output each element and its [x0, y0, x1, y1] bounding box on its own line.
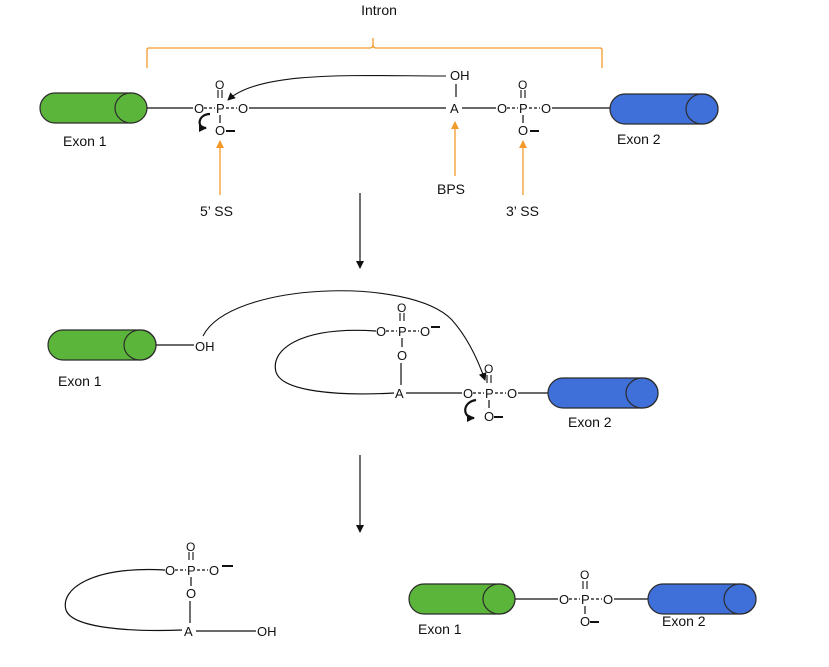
svg-text:O: O	[484, 362, 493, 376]
lariat-phosphate: O P O O O	[165, 540, 233, 623]
svg-text:O: O	[209, 563, 219, 578]
exon-1-cylinder	[39, 92, 148, 124]
svg-text:O: O	[215, 78, 224, 92]
svg-text:O: O	[463, 386, 473, 401]
attack-arrow-2	[202, 290, 487, 381]
svg-text:P: P	[187, 563, 196, 578]
svg-text:O: O	[484, 409, 494, 424]
svg-text:O: O	[215, 123, 225, 138]
svg-text:O: O	[376, 324, 386, 339]
exon-1-label: Exon 1	[58, 373, 102, 389]
stage-2: OH Exon 1 O P O O O A O P	[47, 290, 659, 430]
svg-text:A: A	[450, 101, 459, 116]
svg-text:O: O	[580, 568, 589, 582]
exon-1-label: Exon 1	[63, 133, 107, 149]
svg-text:O: O	[603, 592, 613, 607]
svg-text:O: O	[186, 540, 195, 554]
svg-text:P: P	[398, 324, 407, 339]
ss5-label: 5’ SS	[200, 203, 233, 219]
svg-text:OH: OH	[450, 68, 470, 83]
phosphate-3ss: O P O O O	[463, 362, 517, 424]
branch-a: A	[184, 624, 193, 639]
lariat-oh: OH	[257, 624, 277, 639]
svg-text:P: P	[581, 592, 590, 607]
svg-text:O: O	[559, 592, 569, 607]
lariat-phosphate: O P O O O	[376, 301, 440, 385]
lariat-loop	[64, 568, 183, 632]
exon-1-oh: OH	[195, 339, 215, 354]
exon-2-cylinder	[647, 583, 757, 615]
bps-label: BPS	[437, 181, 465, 197]
svg-text:O: O	[518, 123, 528, 138]
svg-text:O: O	[186, 586, 196, 601]
phosphate-5ss: O P O O O	[194, 78, 248, 138]
intron-bracket	[146, 38, 603, 68]
svg-text:O: O	[238, 101, 248, 116]
intron-label: Intron	[361, 2, 397, 18]
svg-text:P: P	[485, 386, 494, 401]
stage-1: Intron Exon 1 O P O O O	[39, 2, 719, 219]
svg-text:O: O	[518, 78, 527, 92]
phosphate-3ss: O P O O O	[497, 78, 551, 138]
svg-text:O: O	[420, 324, 430, 339]
svg-text:O: O	[194, 101, 204, 116]
exon-1-cylinder	[408, 583, 516, 615]
attack-arrow-1	[227, 74, 447, 101]
svg-text:O: O	[507, 386, 517, 401]
exon-2-label: Exon 2	[617, 131, 661, 147]
svg-text:P: P	[519, 101, 528, 116]
svg-text:P: P	[216, 101, 225, 116]
svg-text:O: O	[397, 301, 406, 315]
exon-2-cylinder	[547, 377, 659, 409]
branch-point-adenosine: OH A	[450, 68, 470, 116]
exon-2-label: Exon 2	[662, 613, 706, 629]
svg-text:O: O	[165, 563, 175, 578]
stage-3: O P O O O A OH Exon 1 O P O	[64, 540, 757, 639]
exon-1-label: Exon 1	[418, 621, 462, 637]
exon-2-cylinder	[609, 93, 719, 125]
curly-arrow-icon	[464, 398, 477, 422]
branch-a: A	[395, 386, 404, 401]
curly-arrow-icon	[198, 112, 211, 132]
exon-2-label: Exon 2	[568, 414, 612, 430]
svg-text:O: O	[397, 348, 407, 363]
svg-text:O: O	[580, 614, 590, 629]
exon-1-cylinder	[47, 329, 157, 361]
phosphodiester-junction: O P O O O	[559, 568, 613, 629]
ss3-label: 3’ SS	[506, 203, 539, 219]
svg-text:O: O	[497, 101, 507, 116]
svg-text:O: O	[541, 101, 551, 116]
lariat-loop	[274, 329, 395, 395]
